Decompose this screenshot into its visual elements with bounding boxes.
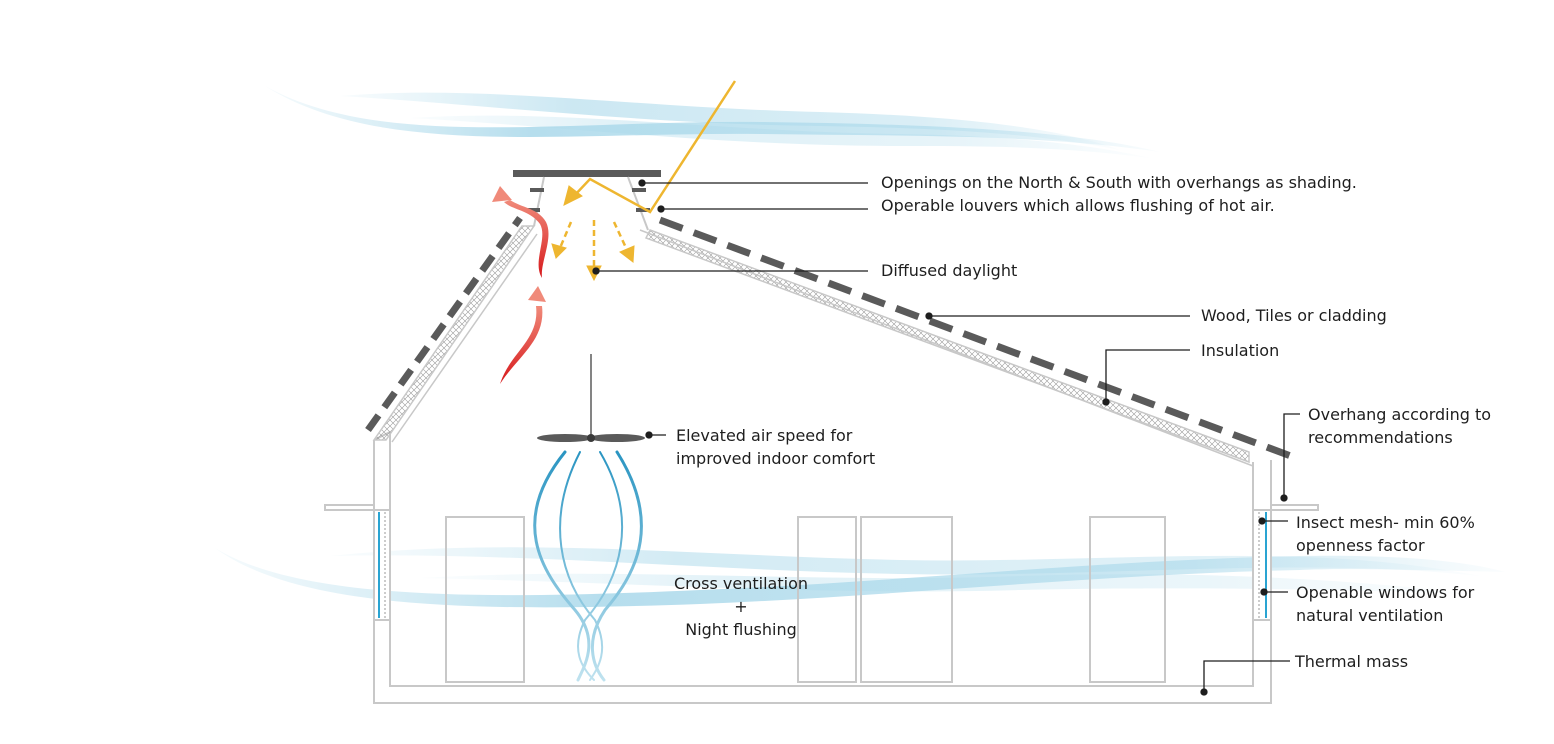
- leader-lines: [592, 179, 1300, 696]
- label-cross-line-2: +: [734, 597, 748, 616]
- label-insulation: Insulation: [1201, 341, 1280, 360]
- label-mesh-line-1: Insect mesh- min 60%: [1296, 513, 1475, 532]
- label-cross-ventilation: Cross ventilation + Night flushing: [660, 572, 822, 641]
- label-elevated-air-speed: Elevated air speed for improved indoor c…: [676, 424, 875, 470]
- label-fan-line-2: improved indoor comfort: [676, 449, 876, 468]
- fan-airflow: [533, 450, 643, 682]
- label-openable-windows: Openable windows for natural ventilation: [1296, 581, 1474, 627]
- roof-right: [639, 216, 1298, 467]
- sun-ray-icon: [551, 80, 737, 282]
- label-mesh-line-2: openness factor: [1296, 536, 1425, 555]
- breeze-icon: [265, 86, 1160, 158]
- label-thermal-mass: Thermal mass: [1295, 652, 1409, 671]
- label-overhang-line-2: recommendations: [1308, 428, 1453, 447]
- window-left: [373, 509, 391, 621]
- window-right: [1252, 509, 1272, 621]
- label-overhang: Overhang according to recommendations: [1308, 403, 1491, 449]
- label-windows-line-2: natural ventilation: [1296, 606, 1444, 625]
- ceiling-fan-icon: [537, 354, 645, 442]
- hot-air-arrow-icon: [492, 186, 549, 384]
- label-wood-tiles: Wood, Tiles or cladding: [1201, 306, 1387, 325]
- roof-left: [365, 215, 538, 443]
- label-insect-mesh: Insect mesh- min 60% openness factor: [1296, 511, 1475, 557]
- label-cross-line-3: Night flushing: [685, 620, 797, 639]
- interior-furniture: [445, 516, 1166, 683]
- label-overhang-line-1: Overhang according to: [1308, 405, 1492, 424]
- breeze-icon: [215, 547, 1505, 608]
- label-fan-line-1: Elevated air speed for: [676, 426, 853, 445]
- label-louvers: Operable louvers which allows flushing o…: [881, 196, 1275, 215]
- label-windows-line-1: Openable windows for: [1296, 583, 1475, 602]
- label-openings: Openings on the North & South with overh…: [881, 173, 1357, 192]
- label-cross-line-1: Cross ventilation: [673, 574, 808, 593]
- label-diffused-daylight: Diffused daylight: [881, 261, 1018, 280]
- ridge-lantern: [513, 170, 661, 231]
